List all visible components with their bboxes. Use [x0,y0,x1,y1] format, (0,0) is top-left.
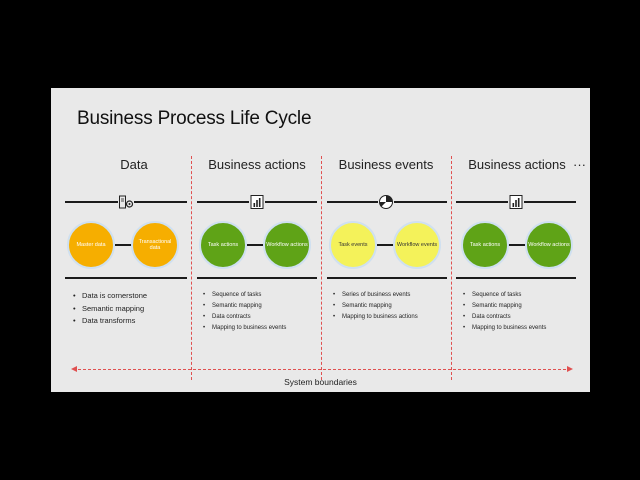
bullet-list-business-actions-2: Sequence of tasks Semantic mapping Data … [463,290,546,334]
list-item: Sequence of tasks [203,290,286,301]
bottom-line [65,277,187,279]
list-item: Sequence of tasks [463,290,546,301]
circle-task-actions: Task actions [199,221,247,269]
bullet-list-business-actions: Sequence of tasks Semantic mapping Data … [203,290,286,334]
slide-title: Business Process Life Cycle [77,108,312,129]
list-item: Semantic mapping [203,301,286,312]
circle-workflow-actions: Workflow actions [263,221,311,269]
circle-connector [115,244,135,246]
list-item: Semantic mapping [463,301,546,312]
list-item: Data contracts [203,312,286,323]
system-boundary-line [73,369,571,370]
pie-chart-icon [378,194,394,210]
list-item: Data contracts [463,312,546,323]
chart-document-icon [508,194,524,210]
bottom-line [456,277,576,279]
list-item: Mapping to business events [463,323,546,334]
list-item: Series of business events [333,290,418,301]
section-title-data: Data [120,157,148,172]
bullet-list-business-events: Series of business events Semantic mappi… [333,290,418,323]
system-boundaries-label: System boundaries [284,377,357,387]
arrow-right-icon [567,366,573,372]
slide: Business Process Life Cycle Data Busines… [51,88,590,392]
section-separator [451,156,452,380]
circle-connector [507,244,527,246]
arrow-left-icon [71,366,77,372]
bottom-line [197,277,317,279]
section-separator [321,156,322,380]
list-item: Data is cornerstone [73,290,147,303]
circle-task-actions-2: Task actions [461,221,509,269]
bullet-list-data: Data is cornerstone Semantic mapping Dat… [73,290,147,328]
list-item: Data transforms [73,315,147,328]
circle-connector [377,244,397,246]
circle-transactional-data: Transactional data [131,221,179,269]
chart-document-icon [249,194,265,210]
circle-master-data: Master data [67,221,115,269]
circle-workflow-actions-2: Workflow actions [525,221,573,269]
section-title-business-events: Business events [338,157,434,172]
list-item: Mapping to business actions [333,312,418,323]
circle-connector [247,244,267,246]
circle-workflow-events: Workflow events [393,221,441,269]
ellipsis: ··· [573,157,586,172]
list-item: Semantic mapping [73,303,147,316]
section-separator [191,156,192,380]
bottom-line [327,277,447,279]
section-title-business-actions-2: Business actions [468,157,566,172]
section-title-business-actions: Business actions [208,157,306,172]
server-gear-icon [118,194,134,210]
list-item: Semantic mapping [333,301,418,312]
circle-task-events: Task events [329,221,377,269]
list-item: Mapping to business events [203,323,286,334]
